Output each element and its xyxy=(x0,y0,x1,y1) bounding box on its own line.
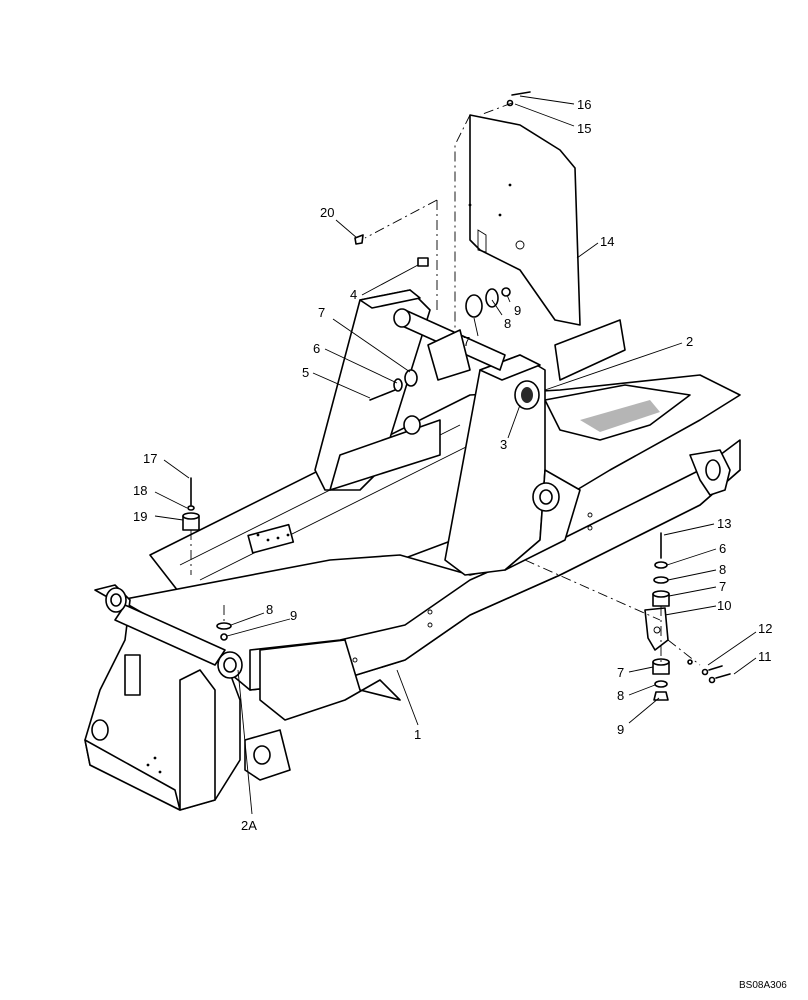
callout-4: 4 xyxy=(350,287,357,302)
clip-4 xyxy=(417,257,429,267)
callout-9-upper: 9 xyxy=(514,303,521,318)
callout-labels: 16 15 20 14 4 8 9 7 7 2 6 5 3 17 18 19 1… xyxy=(133,97,772,833)
callout-2: 2 xyxy=(686,334,693,349)
callout-7-right: 7 xyxy=(719,579,726,594)
bolt-16-15 xyxy=(506,91,531,107)
callout-8-upper: 8 xyxy=(504,316,511,331)
callout-11: 11 xyxy=(758,649,772,664)
callout-20: 20 xyxy=(320,205,334,220)
mount-stack-17-19 xyxy=(182,477,200,531)
drawing-code: BS08A306 xyxy=(739,980,787,991)
callout-9-lower: 9 xyxy=(617,722,624,737)
callout-7-left: 7 xyxy=(318,305,325,320)
callout-15: 15 xyxy=(577,121,591,136)
mount-stack-left xyxy=(369,369,418,401)
callout-7-upper: 7 xyxy=(463,334,470,349)
mount-stack-front xyxy=(216,622,232,641)
callout-6-right: 6 xyxy=(719,541,726,556)
callout-18: 18 xyxy=(133,483,147,498)
leader-lines xyxy=(154,95,757,815)
callout-5: 5 xyxy=(302,365,309,380)
mount-stack-upper xyxy=(465,287,511,318)
callout-9-front: 9 xyxy=(290,608,297,623)
mount-stack-right xyxy=(644,532,670,701)
callout-8-right: 8 xyxy=(719,562,726,577)
callout-1: 1 xyxy=(414,727,421,742)
callout-12: 12 xyxy=(758,621,772,636)
callout-7-lower: 7 xyxy=(617,665,624,680)
callout-8-lower: 8 xyxy=(617,688,624,703)
callout-13: 13 xyxy=(717,516,731,531)
callout-10: 10 xyxy=(717,598,731,613)
tower-left xyxy=(314,289,441,491)
tower-right xyxy=(393,308,581,576)
callout-2a: 2A xyxy=(241,818,257,833)
callout-6-left: 6 xyxy=(313,341,320,356)
main-frame xyxy=(119,374,741,721)
panel xyxy=(468,114,581,326)
side-bracket-plate xyxy=(554,319,626,381)
callout-3: 3 xyxy=(500,437,507,452)
clip-20 xyxy=(354,234,364,245)
front-tower xyxy=(84,584,291,811)
center-lines xyxy=(190,102,701,666)
callout-14: 14 xyxy=(600,234,614,249)
bolts-11-12 xyxy=(687,659,731,684)
callout-19: 19 xyxy=(133,509,147,524)
callout-17: 17 xyxy=(143,451,157,466)
callout-16: 16 xyxy=(577,97,591,112)
callout-8-front: 8 xyxy=(266,602,273,617)
